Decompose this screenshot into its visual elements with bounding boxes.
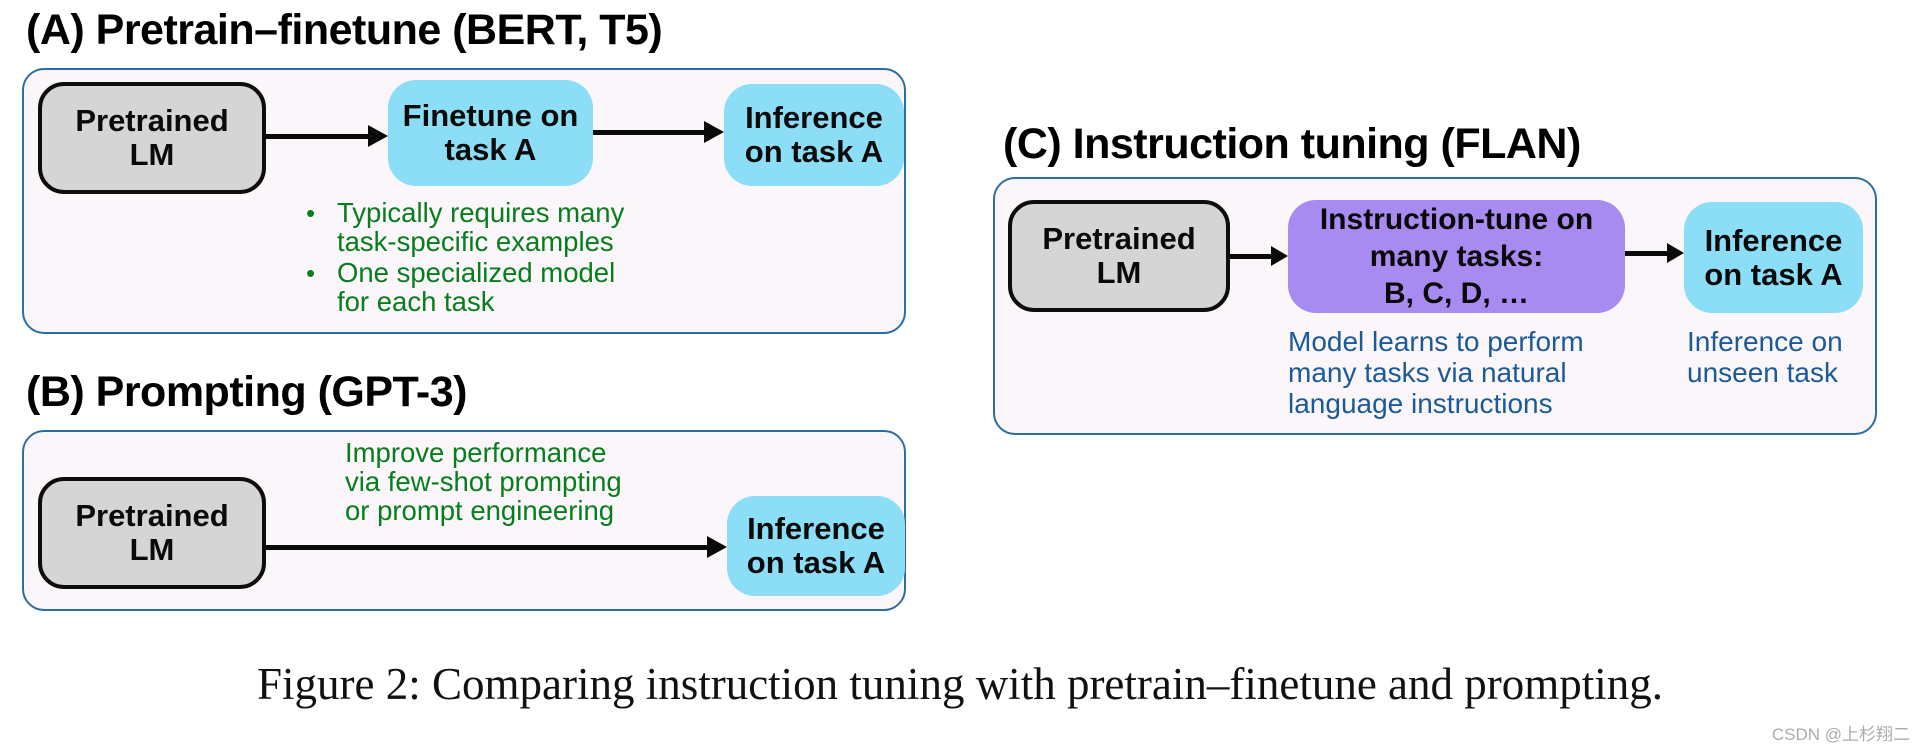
bullet-text: One specialized model for each task — [337, 257, 616, 317]
panel-a-inference-node: Inference on task A — [724, 84, 904, 186]
panel-a-title: (A) Pretrain–finetune (BERT, T5) — [26, 6, 663, 54]
arrow-shaft — [266, 544, 707, 550]
arrow-shaft — [1625, 250, 1667, 256]
panel-b-title: (B) Prompting (GPT-3) — [26, 368, 467, 416]
panel-c-title: (C) Instruction tuning (FLAN) — [1003, 120, 1581, 168]
arrow-head-icon — [704, 121, 724, 143]
panel-c-arrow-1 — [1230, 244, 1288, 268]
arrow-shaft — [266, 133, 368, 139]
arrow-shaft — [1230, 253, 1271, 259]
panel-a-bullet-list: • Typically requires many task-specific … — [306, 197, 646, 319]
figure-caption: Figure 2: Comparing instruction tuning w… — [256, 659, 1664, 709]
bullet-dot-icon: • — [306, 198, 316, 228]
panel-a-arrow-2 — [593, 120, 724, 144]
panel-c-inference-node: Inference on task A — [1684, 202, 1863, 313]
bullet-dot-icon: • — [306, 258, 316, 288]
panel-c-note-left: Model learns to perform many tasks via n… — [1288, 326, 1584, 419]
panel-c-pretrained-lm-node: Pretrained LM — [1008, 200, 1230, 312]
panel-a-finetune-node: Finetune on task A — [388, 80, 593, 186]
arrow-shaft — [593, 129, 704, 135]
panel-a-arrow-1 — [266, 124, 388, 148]
watermark: CSDN @上杉翔二 — [1771, 725, 1910, 744]
panel-c-note-right: Inference on unseen task — [1687, 326, 1843, 388]
bullet-item: • Typically requires many task-specific … — [306, 197, 646, 257]
arrow-head-icon — [707, 536, 727, 558]
panel-c-instruction-tune-node: Instruction-tune on many tasks: B, C, D,… — [1288, 200, 1625, 313]
panel-a-pretrained-lm-node: Pretrained LM — [38, 82, 266, 194]
panel-b-pretrained-lm-node: Pretrained LM — [38, 477, 266, 589]
panel-b-arrow — [266, 535, 727, 559]
arrow-head-icon — [1271, 246, 1288, 266]
bullet-item: • One specialized model for each task — [306, 257, 646, 317]
panel-b-note: Improve performance via few-shot prompti… — [345, 437, 622, 526]
panel-b-inference-node: Inference on task A — [727, 496, 905, 596]
bullet-text: Typically requires many task-specific ex… — [337, 197, 625, 257]
panel-c-arrow-2 — [1625, 241, 1684, 265]
arrow-head-icon — [1667, 243, 1684, 263]
arrow-head-icon — [368, 125, 388, 147]
